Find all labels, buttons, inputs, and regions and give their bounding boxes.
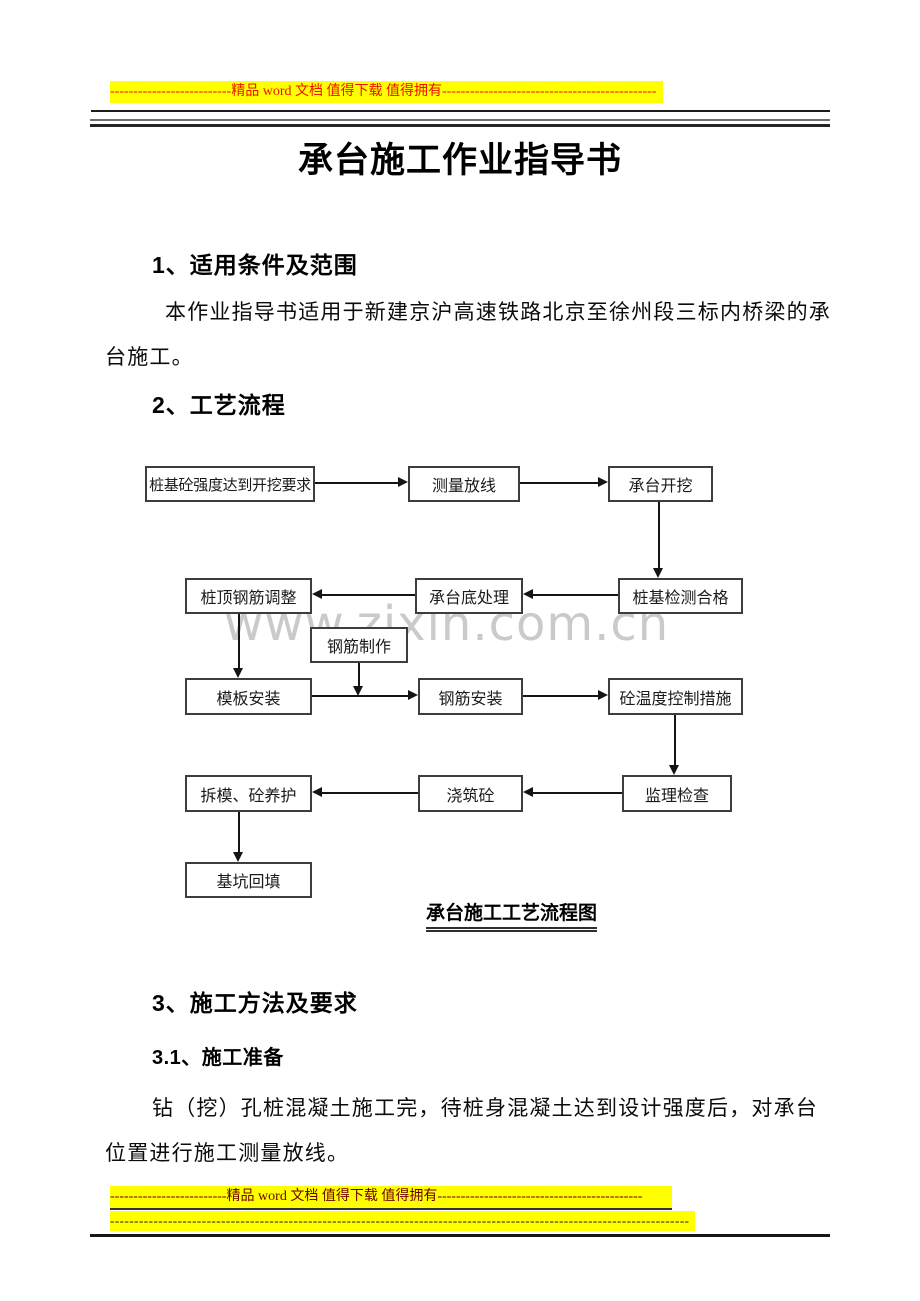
bottom-highlight-banner: -------------------------精品 word 文档 值得下载…	[110, 1186, 672, 1210]
flow-node-pile-inspection: 桩基检测合格	[618, 578, 743, 614]
footer-rule	[90, 1234, 830, 1237]
flow-node-formwork-install: 模板安装	[185, 678, 312, 715]
arrow-line-fabrication-to-install	[358, 663, 360, 686]
flow-node-survey-layout: 测量放线	[408, 466, 520, 502]
flowchart-caption: 承台施工工艺流程图	[426, 902, 598, 932]
arrowhead-right-icon	[598, 477, 608, 487]
arrow-line-bottom-to-adjust	[322, 594, 415, 596]
arrow-line-supervisor-to-pour	[533, 792, 622, 794]
flow-node-pour-concrete: 浇筑砼	[418, 775, 523, 812]
arrowhead-right-icon	[408, 690, 418, 700]
arrow-line-inspection-to-bottom	[533, 594, 618, 596]
flow-node-pile-strength: 桩基砼强度达到开挖要求	[145, 466, 315, 502]
flow-node-pit-backfill: 基坑回填	[185, 862, 312, 898]
arrowhead-left-icon	[523, 589, 533, 599]
page-title: 承台施工作业指导书	[297, 141, 622, 180]
arrowhead-left-icon	[312, 787, 322, 797]
section-1-body-line-2: 台施工。	[105, 345, 194, 369]
top-highlight-banner: --------------------------精品 word 文档 值得下…	[110, 81, 663, 103]
bottom-dash-banner: ----------------------------------------…	[110, 1211, 695, 1231]
arrowhead-right-icon	[398, 477, 408, 487]
arrow-line-adjust-to-formwork	[238, 614, 240, 668]
arrow-line-strength-to-survey	[315, 482, 398, 484]
flow-node-supervisor-check: 监理检查	[622, 775, 732, 812]
flow-node-temp-control: 砼温度控制措施	[608, 678, 743, 715]
arrowhead-down-icon	[353, 686, 363, 696]
arrowhead-down-icon	[653, 568, 663, 578]
flow-node-rebar-adjust: 桩顶钢筋调整	[185, 578, 312, 614]
flow-node-rebar-install: 钢筋安装	[418, 678, 523, 715]
arrow-line-rebar-to-temp	[523, 695, 598, 697]
section-3-1-body-line-1: 钻（挖）孔桩混凝土施工完，待桩身混凝土达到设计强度后，对承台	[152, 1096, 818, 1120]
section-3-1-heading: 3.1、施工准备	[152, 1047, 284, 1069]
arrowhead-left-icon	[312, 589, 322, 599]
arrowhead-right-icon	[598, 690, 608, 700]
flow-node-strip-cure: 拆模、砼养护	[185, 775, 312, 812]
section-2-heading: 2、工艺流程	[152, 392, 286, 418]
flow-node-rebar-fabrication: 钢筋制作	[310, 627, 408, 663]
flow-node-cap-excavation: 承台开挖	[608, 466, 713, 502]
section-3-1-body-line-2: 位置进行施工测量放线。	[105, 1141, 350, 1165]
arrow-line-formwork-to-rebar	[312, 695, 408, 697]
section-1-heading: 1、适用条件及范围	[152, 252, 358, 278]
section-3-heading: 3、施工方法及要求	[152, 990, 358, 1016]
header-double-rule	[90, 119, 830, 127]
arrowhead-left-icon	[523, 787, 533, 797]
arrowhead-down-icon	[669, 765, 679, 775]
flow-node-cap-bottom-treatment: 承台底处理	[415, 578, 523, 614]
arrow-line-pour-to-strip	[322, 792, 418, 794]
header-thin-rule	[91, 110, 830, 112]
arrow-line-strip-to-backfill	[238, 812, 240, 852]
section-1-body-line-1: 本作业指导书适用于新建京沪高速铁路北京至徐州段三标内桥梁的承	[165, 300, 831, 324]
arrow-line-temp-to-supervisor	[674, 715, 676, 765]
arrowhead-down-icon	[233, 852, 243, 862]
arrow-line-excavation-to-inspection	[658, 502, 660, 568]
arrow-line-survey-to-excavation	[520, 482, 598, 484]
arrowhead-down-icon	[233, 668, 243, 678]
